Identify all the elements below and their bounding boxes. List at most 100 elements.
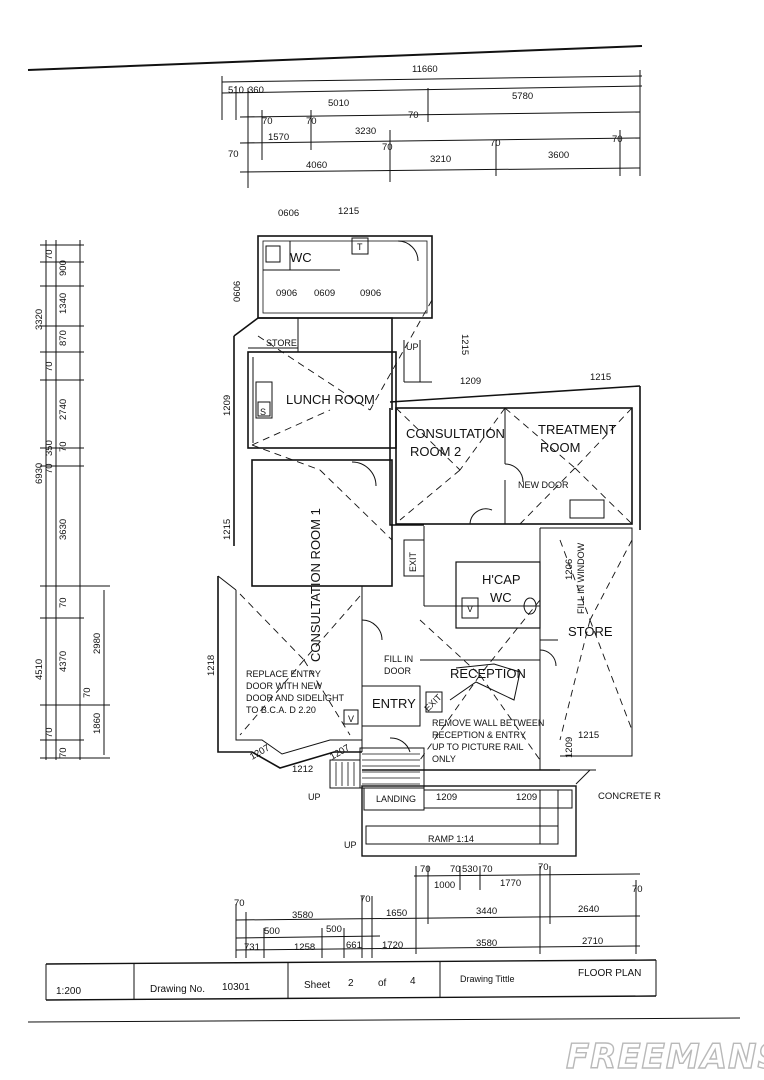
- dim-label: 1340: [58, 293, 69, 314]
- dim-label: 70: [234, 898, 245, 909]
- fixture-label-s: S: [260, 407, 266, 417]
- fixture-label-v: V: [467, 604, 473, 614]
- room-label-entry: ENTRY: [372, 696, 416, 711]
- dim-label: 5780: [512, 91, 533, 102]
- dim-label: 1860: [92, 713, 103, 734]
- dim-label: 70: [262, 116, 273, 127]
- stair-label-up: UP: [406, 342, 419, 352]
- room-label-consultation-2: CONSULTATION: [406, 426, 505, 441]
- window-code: 1209: [460, 376, 481, 387]
- window-code: 1212: [292, 764, 313, 775]
- window-code: 0609: [314, 288, 335, 299]
- dim-label: 3580: [292, 910, 313, 921]
- dim-label: 1770: [500, 878, 521, 889]
- svg-text:REPLACE ENTRY: REPLACE ENTRY: [246, 669, 321, 679]
- dim-label: 70: [44, 361, 55, 372]
- window-code: 1207: [248, 743, 272, 763]
- room-label-store: STORE: [568, 624, 613, 639]
- dim-label: 70: [482, 864, 493, 875]
- dim-label: 6930: [34, 463, 45, 484]
- window-code: 1206: [564, 559, 575, 580]
- room-label-hcap-wc: H'CAP: [482, 572, 521, 587]
- dim-label: 70: [420, 864, 431, 875]
- fixture-label-v: V: [348, 714, 354, 724]
- window-code: 1215: [578, 730, 599, 741]
- fixture-label-t: T: [357, 242, 363, 252]
- label-up: UP: [308, 792, 321, 802]
- window-code: 1215: [338, 206, 359, 217]
- label-concrete: CONCRETE R: [598, 791, 661, 802]
- label-up: UP: [344, 840, 357, 850]
- dim-label: 1258: [294, 942, 315, 953]
- dim-label: 70: [306, 116, 317, 127]
- svg-text:DOOR WITH NEW: DOOR WITH NEW: [246, 681, 322, 691]
- dim-label: 1720: [382, 940, 403, 951]
- label-ramp: RAMP 1:14: [428, 834, 474, 844]
- dim-label: 3230: [355, 126, 376, 137]
- dim-label: 661: [346, 940, 362, 951]
- dim-label: 900: [58, 260, 69, 276]
- note-replace-entry: REPLACE ENTRY DOOR WITH NEW DOOR AND SID…: [246, 669, 345, 715]
- dim-label: 510: [228, 85, 244, 96]
- dim-label: 70: [408, 110, 419, 121]
- svg-text:ONLY: ONLY: [432, 754, 456, 764]
- dim-label: 2710: [582, 936, 603, 947]
- dim-label: 870: [58, 330, 69, 346]
- dim-label: 1650: [386, 908, 407, 919]
- dim-label: 5010: [328, 98, 349, 109]
- dim-label: 70: [382, 142, 393, 153]
- dim-label: 70: [58, 747, 69, 758]
- window-code: 1215: [459, 334, 470, 355]
- dim-label: 3600: [548, 150, 569, 161]
- dim-label: 1570: [268, 132, 289, 143]
- label-landing: LANDING: [376, 794, 416, 804]
- dim-label: 3580: [476, 938, 497, 949]
- dim-label: 70: [360, 894, 371, 905]
- dim-label: 3440: [476, 906, 497, 917]
- dim-label: 70: [490, 138, 501, 149]
- dim-label: 2740: [58, 399, 69, 420]
- dim-label: 70: [612, 134, 623, 145]
- sign-exit: EXIT: [408, 551, 418, 572]
- window-code: 1215: [222, 519, 233, 540]
- dim-label: 350: [44, 440, 55, 456]
- note-fill-in-door: FILL IN: [384, 654, 413, 664]
- svg-text:TO B.C.A. D 2.20: TO B.C.A. D 2.20: [246, 705, 316, 715]
- dim-label: 4510: [34, 659, 45, 680]
- dim-label: 70: [44, 727, 55, 738]
- title-block-total-sheets: 4: [410, 976, 416, 987]
- dim-label: 70: [58, 441, 69, 452]
- room-label-lunch-room: LUNCH ROOM: [286, 392, 375, 407]
- note-fill-in-window: FILL IN WINDOW: [576, 542, 586, 614]
- svg-text:UP TO PICTURE RAIL: UP TO PICTURE RAIL: [432, 742, 524, 752]
- title-block-sheet-label: Sheet: [304, 980, 330, 991]
- window-code: 1209: [222, 395, 233, 416]
- window-code: 1215: [590, 372, 611, 383]
- room-label-store: STORE: [266, 338, 297, 348]
- title-block-drawing-no-label: Drawing No.: [150, 984, 205, 995]
- window-code: 1209: [436, 792, 457, 803]
- dim-label: 3320: [34, 309, 45, 330]
- dim-label: 70: [44, 249, 55, 260]
- dim-label: 70: [44, 463, 55, 474]
- dim-label: 1000: [434, 880, 455, 891]
- svg-text:REMOVE WALL BETWEEN: REMOVE WALL BETWEEN: [432, 718, 544, 728]
- dim-label: 70: [538, 862, 549, 873]
- window-code: 0606: [232, 281, 243, 302]
- note-new-door: NEW DOOR: [518, 480, 569, 490]
- title-block-scale: 1:200: [56, 986, 81, 997]
- title-block-title: FLOOR PLAN: [578, 968, 641, 979]
- room-label-treatment: ROOM: [540, 440, 580, 455]
- title-block-of-label: of: [378, 978, 387, 989]
- svg-text:DOOR AND SIDELIGHT: DOOR AND SIDELIGHT: [246, 693, 345, 703]
- dim-label: 70: [228, 149, 239, 160]
- dim-label: 500: [326, 924, 342, 935]
- dim-label: 2980: [92, 633, 103, 654]
- room-label-wc: WC: [290, 250, 312, 265]
- dim-label: 70: [82, 687, 93, 698]
- dim-label: 4370: [58, 651, 69, 672]
- title-block-title-label: Drawing Tittle: [460, 974, 515, 984]
- watermark-logo: FREEMANS: [566, 1037, 764, 1077]
- window-code: 0606: [278, 208, 299, 219]
